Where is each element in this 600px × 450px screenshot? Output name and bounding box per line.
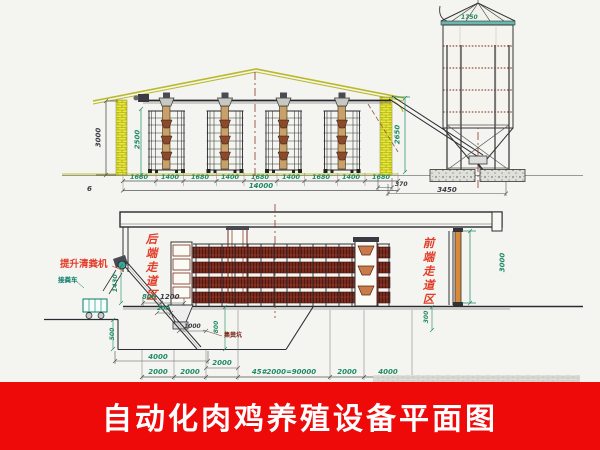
dim-seg-b: 2000 — [180, 368, 200, 376]
dim-seg-e: 4000 — [378, 368, 398, 376]
feed-silo — [429, 0, 526, 188]
dim-bay: 1400 — [341, 173, 361, 181]
dim-door-height: 3000 — [498, 252, 507, 273]
dim-bay: 1400 — [220, 173, 240, 181]
dim-aisle: 1200 — [160, 293, 180, 301]
dim-footing: 300 — [423, 310, 430, 324]
dim-silo-offset: 3450 — [437, 186, 457, 194]
cage-unit — [206, 92, 244, 174]
dim-silo-outlet-height: 2650 — [393, 124, 402, 145]
dim-bay: 1680 — [311, 173, 331, 181]
dim-silo-top: 1750 — [461, 14, 478, 21]
elevation-view — [62, 68, 583, 196]
dim-pit-width: 4000 — [148, 353, 168, 361]
dim-seg-c: 2000 — [212, 359, 232, 367]
right-brick-wall — [379, 96, 393, 176]
dim-cage-height: 2500 — [133, 129, 142, 150]
label-manure-cart: 接粪车 — [58, 276, 78, 284]
label-lift-machine: 提升清粪机 — [60, 259, 108, 270]
dim-pit-depth: 800 — [213, 320, 220, 334]
title-banner: 自动化肉鸡养殖设备平面图 — [0, 382, 600, 450]
left-brick-wall — [115, 99, 128, 176]
dim-bay: 1680 — [250, 173, 270, 181]
dim-rear-walkway: 800 — [142, 293, 157, 301]
dim-500: 500 — [109, 327, 116, 341]
label-front-walkway: 前端走道区 — [421, 237, 436, 307]
cage-unit — [264, 92, 303, 174]
label-pit: 集粪坑 — [224, 332, 243, 339]
dim-bay: 1400 — [160, 173, 180, 181]
dim-1000: 1000 — [184, 323, 201, 330]
dim-cage-row: 45#2000=90000 — [251, 368, 317, 376]
label-rear-walkway: 后端走道区 — [144, 233, 159, 303]
note-left: 6 — [87, 185, 92, 193]
dim-bay: 1680 — [129, 173, 149, 181]
dim-1430: 1430 — [110, 274, 119, 293]
feed-drive-motor — [138, 94, 149, 102]
dim-bay: 1680 — [371, 173, 391, 181]
end-door — [454, 230, 462, 304]
dim-wall-thickness: 370 — [395, 181, 408, 188]
dim-total-width: 14000 — [248, 182, 274, 190]
dim-wall-height: 3000 — [94, 127, 103, 148]
dim-bay: 1680 — [190, 173, 210, 181]
dim-200: 200 — [157, 305, 170, 312]
plan-view — [44, 204, 583, 383]
dim-seg-d: 2000 — [337, 368, 357, 376]
page-title: 自动化肉鸡养殖设备平面图 — [102, 403, 498, 436]
cage-unit — [323, 92, 361, 174]
cage-unit — [147, 92, 186, 174]
dim-bay: 1400 — [281, 173, 301, 181]
dim-seg-a: 2000 — [148, 368, 168, 376]
